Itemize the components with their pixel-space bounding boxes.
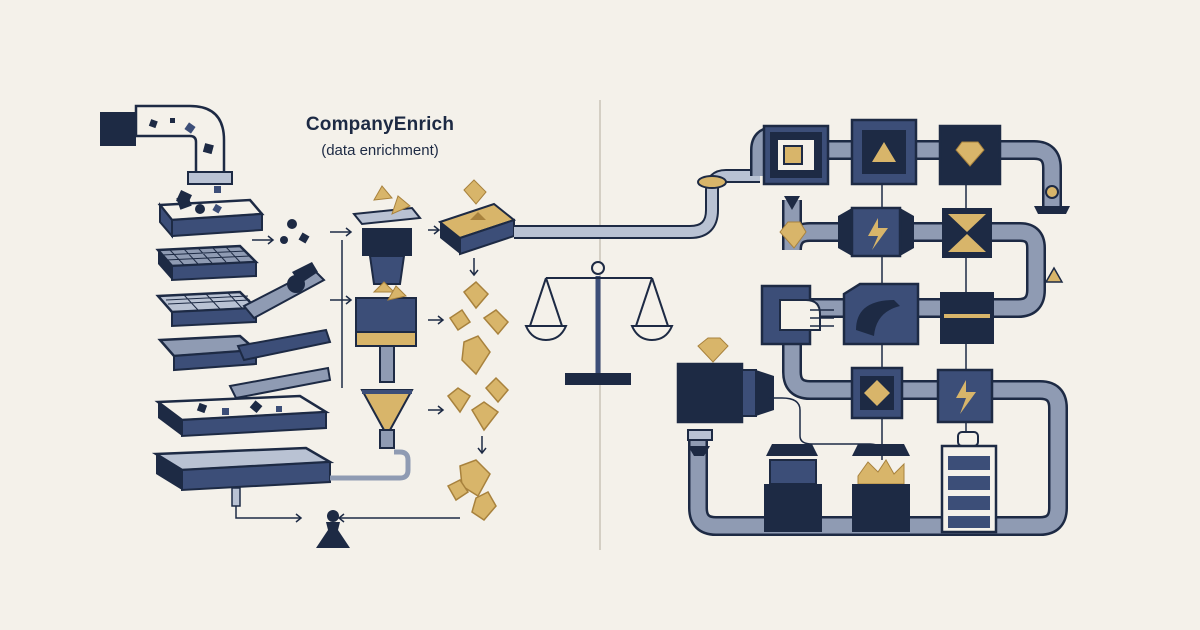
gem-cube-icon bbox=[938, 124, 1002, 186]
cube-icon-2 bbox=[850, 118, 918, 186]
down-arrow-1 bbox=[784, 196, 800, 210]
balance-scale-icon bbox=[524, 261, 674, 385]
cube-icon-1 bbox=[762, 124, 830, 186]
sorting-chutes bbox=[228, 219, 332, 400]
diamond-cube-icon bbox=[850, 366, 904, 420]
valve-icon bbox=[1034, 185, 1070, 283]
weight-icon bbox=[316, 522, 350, 548]
gem-marker-icon bbox=[779, 221, 807, 249]
panel-icon bbox=[940, 292, 994, 344]
refiner-funnel-icon bbox=[330, 185, 422, 481]
pipe-coupling bbox=[697, 175, 727, 189]
lightning-icon-1 bbox=[838, 206, 914, 258]
flow-arrows-left bbox=[235, 225, 460, 523]
gem-bin-icon bbox=[852, 444, 910, 532]
lightning-icon-2 bbox=[936, 368, 994, 424]
weight-knob bbox=[327, 510, 339, 522]
diagram-title: CompanyEnrich bbox=[305, 114, 455, 135]
gem-flow-arrows bbox=[469, 258, 487, 455]
hourglass-icon bbox=[942, 208, 992, 258]
inlet-pipe-icon bbox=[100, 104, 233, 206]
machine-icon-1 bbox=[760, 284, 834, 346]
gem-cart-icon bbox=[437, 179, 517, 256]
gem-loader-icon bbox=[676, 337, 883, 457]
diagram-subtitle: (data enrichment) bbox=[321, 142, 439, 159]
gem-icons bbox=[446, 280, 510, 521]
press-machine-icon bbox=[764, 444, 822, 532]
title-block: CompanyEnrich (data enrichment) bbox=[280, 114, 480, 159]
server-rack-icon bbox=[940, 431, 998, 534]
cube-icon-3 bbox=[842, 282, 920, 346]
